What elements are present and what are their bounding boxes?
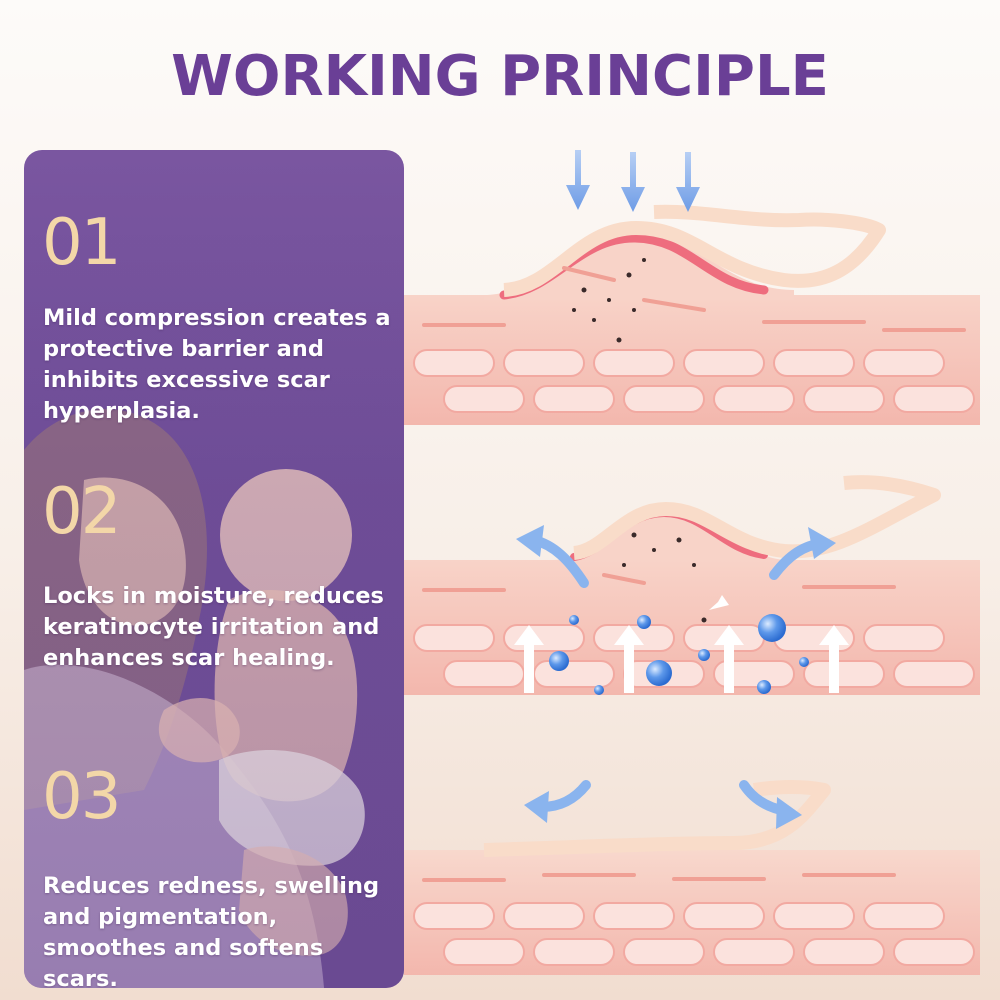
steps-panel: 01 Mild compression creates a protective… (24, 150, 404, 988)
step-3-text: Reduces redness, swelling and pigmentati… (43, 873, 380, 988)
smoothing-diagram (404, 779, 980, 975)
page-title: WORKING PRINCIPLE (171, 44, 829, 109)
moisture-diagram (404, 475, 980, 695)
water-droplet-icon (549, 614, 809, 695)
compression-diagram (404, 150, 980, 425)
step-1-text: Mild compression creates a protective ba… (43, 305, 391, 424)
mother-baby-illustration (24, 150, 404, 988)
down-arrow-icon (566, 150, 700, 212)
step-1-number: 01 (42, 206, 121, 280)
curved-arrow-icon (537, 780, 791, 816)
up-arrow-icon (514, 595, 849, 693)
step-2-number: 02 (42, 475, 121, 549)
step-2-text: Locks in moisture, reduces keratinocyte … (43, 583, 384, 671)
step-3-number: 03 (42, 760, 121, 834)
